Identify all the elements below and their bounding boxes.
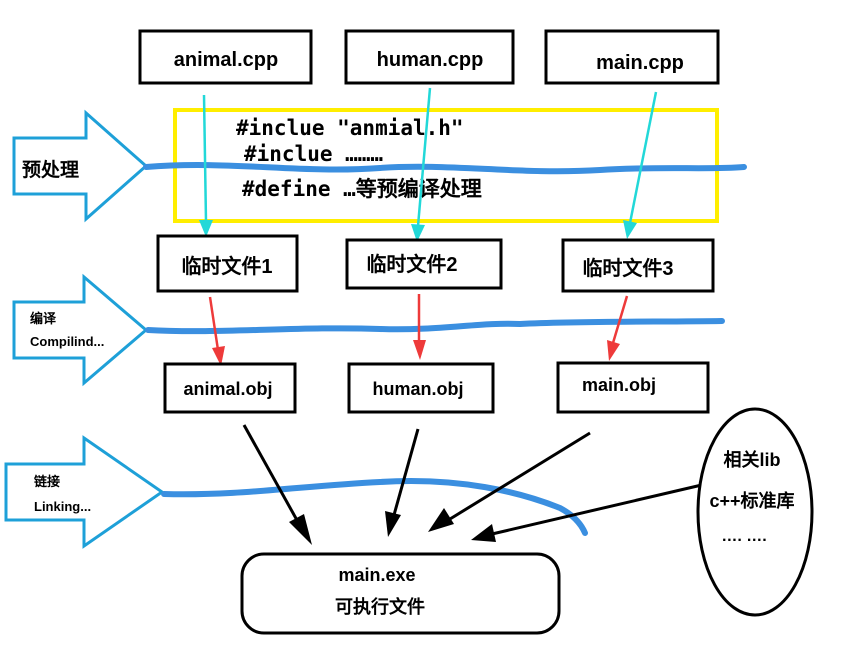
- preprocess-line-3: #define …等预编译处理: [242, 177, 482, 201]
- black-arrow-3: [428, 431, 591, 532]
- preprocess-arrow-shape: [12, 109, 149, 223]
- cyan-arrow-3: [623, 91, 658, 239]
- preprocess-line-1: #inclue "anmial.h": [236, 116, 464, 140]
- source-box-animal: animal.cpp: [138, 29, 313, 85]
- red-arrow-1: [208, 296, 225, 366]
- temp-file-box-3: 临时文件3: [561, 238, 715, 293]
- stage-arrow-link: 链接 Linking...: [4, 435, 165, 549]
- output-exe-box: main.exe 可执行文件: [240, 552, 561, 635]
- source-label: animal.cpp: [174, 49, 278, 71]
- temp-file-box-2: 临时文件2: [345, 238, 503, 290]
- obj-label: human.obj: [373, 379, 464, 399]
- source-box-human: human.cpp: [344, 29, 515, 85]
- lib-line-3: …. ….: [721, 528, 766, 545]
- obj-label: main.obj: [582, 375, 656, 395]
- cyan-arrow-2: [411, 87, 432, 242]
- source-label: human.cpp: [377, 49, 484, 71]
- output-line-2: 可执行文件: [335, 596, 425, 617]
- compile-arrow-shape: [12, 273, 149, 387]
- obj-box-human: human.obj: [347, 362, 495, 414]
- black-arrow-2: [385, 428, 420, 537]
- obj-box-animal: animal.obj: [163, 362, 297, 414]
- link-label-cn: 链接: [33, 474, 60, 489]
- link-label-en: Linking...: [34, 499, 91, 514]
- compile-divider-line: [145, 318, 725, 335]
- obj-label: animal.obj: [183, 379, 272, 399]
- temp-file-label: 临时文件2: [366, 252, 457, 276]
- temp-file-label: 临时文件3: [582, 256, 673, 280]
- compile-label-en: Compilind...: [30, 334, 104, 349]
- preprocess-line-2: #inclue ………: [244, 142, 383, 166]
- temp-file-label: 临时文件1: [181, 254, 272, 278]
- stage-arrow-preprocess: 预处理: [12, 109, 149, 223]
- link-divider-line: [161, 478, 588, 536]
- black-arrow-lib: [471, 482, 707, 542]
- preprocess-divider-line: [143, 162, 747, 175]
- stage-arrow-compile: 编译 Compilind...: [12, 273, 149, 387]
- black-arrow-1: [242, 424, 312, 545]
- temp-file-box-1: 临时文件1: [156, 234, 299, 293]
- lib-ellipse: 相关lib c++标准库 …. ….: [696, 407, 814, 617]
- source-label: main.cpp: [596, 52, 684, 74]
- lib-line-2: c++标准库: [709, 490, 794, 511]
- source-box-main: main.cpp: [544, 29, 720, 85]
- link-arrow-shape: [4, 435, 165, 549]
- compile-label-cn: 编译: [30, 311, 57, 326]
- obj-box-main: main.obj: [556, 361, 710, 414]
- lib-line-1: 相关lib: [724, 449, 781, 470]
- red-arrow-3: [607, 295, 629, 361]
- preprocess-label: 预处理: [22, 158, 79, 181]
- output-line-1: main.exe: [338, 565, 415, 585]
- red-arrow-2: [413, 294, 426, 360]
- cyan-arrow-1: [199, 94, 213, 237]
